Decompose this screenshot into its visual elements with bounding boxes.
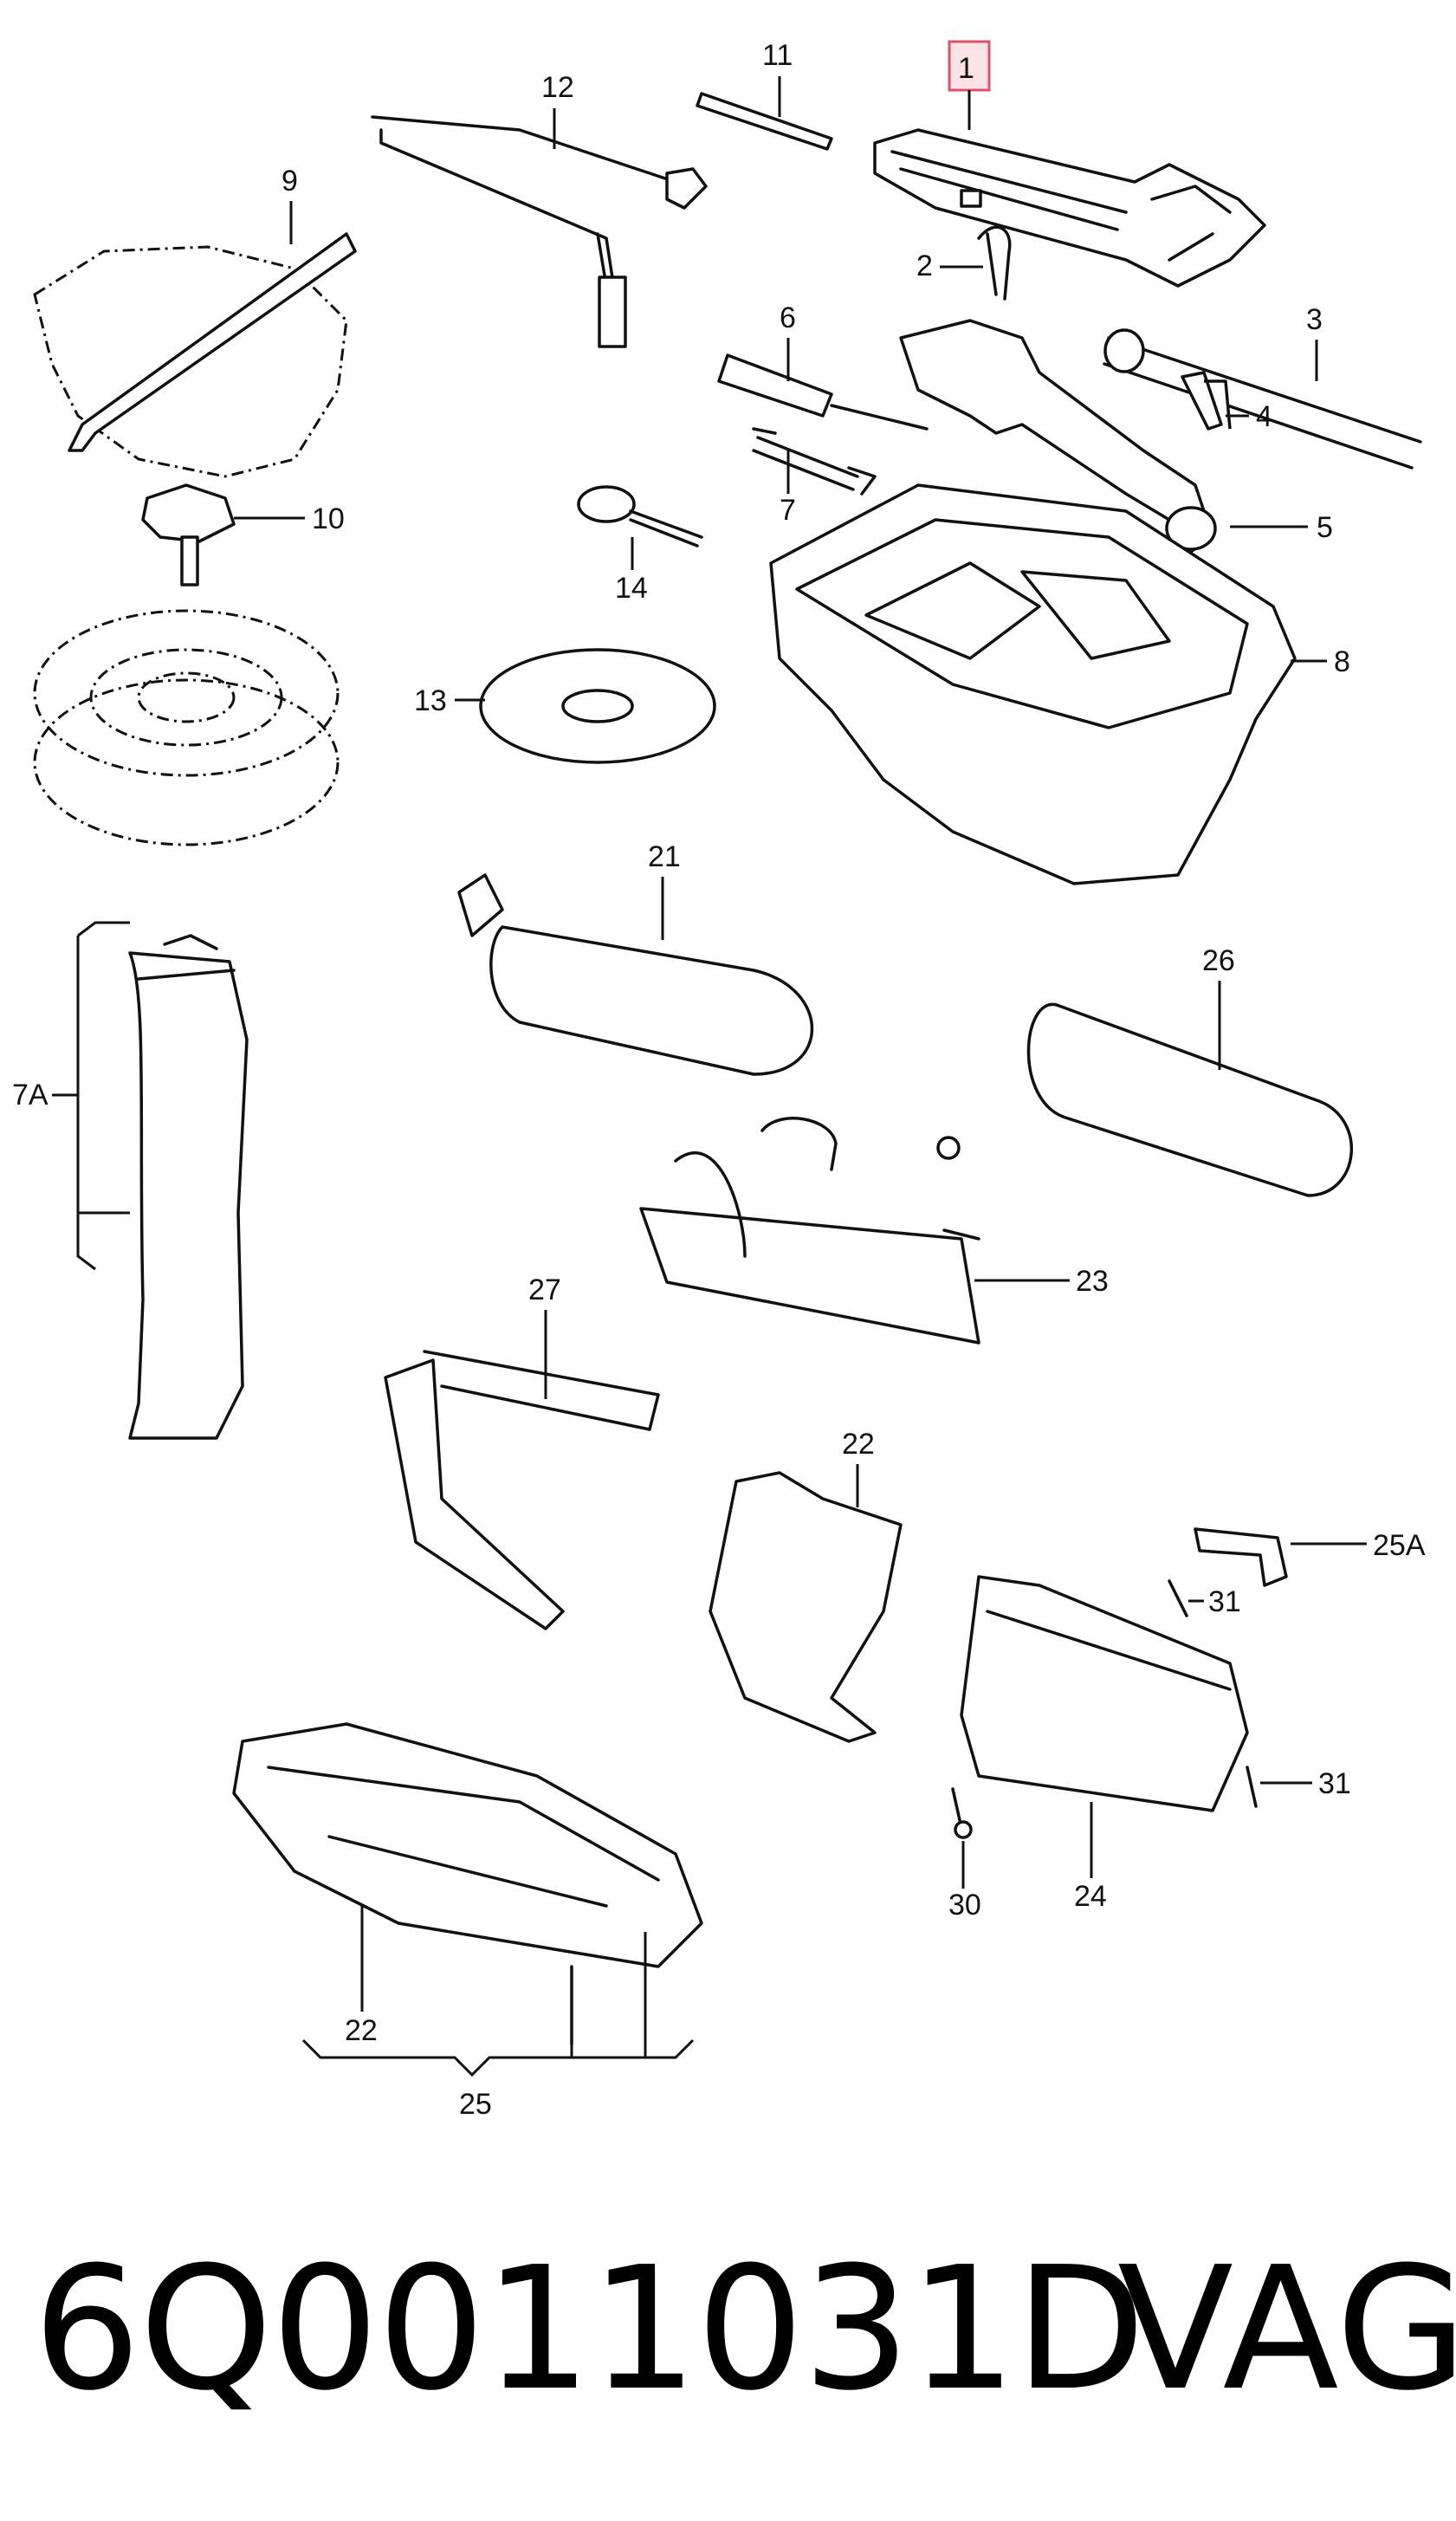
part-4-bracket[interactable]: [1181, 371, 1232, 431]
part-10-knob[interactable]: [141, 483, 236, 587]
part-26-cylinder[interactable]: [1026, 1002, 1354, 1197]
part-9-strap[interactable]: [33, 232, 357, 478]
part-8-tool-tray[interactable]: [769, 483, 1297, 885]
part-21-fire-extinguisher[interactable]: [457, 873, 814, 1076]
label-24: 24: [1074, 1880, 1107, 1913]
label-21: 21: [648, 840, 681, 873]
label-7: 7: [780, 494, 796, 527]
label-9: 9: [281, 165, 298, 198]
label-26: 26: [1202, 944, 1235, 977]
label-11: 11: [762, 39, 793, 72]
part-11-pin[interactable]: [696, 92, 833, 151]
label-13: 13: [414, 684, 447, 717]
brace-25: [301, 1932, 695, 2077]
label-2: 2: [916, 250, 933, 282]
label-5: 5: [1317, 511, 1333, 544]
part-3-bar[interactable]: [1103, 328, 1422, 470]
label-23: 23: [1076, 1265, 1109, 1298]
label-14: 14: [615, 572, 648, 605]
label-22-upper: 22: [842, 1428, 875, 1461]
part-25a-angle-bracket[interactable]: [1194, 1527, 1288, 1587]
part-30-screw[interactable]: [951, 1787, 973, 1839]
label-4: 4: [1256, 400, 1272, 433]
label-6: 6: [780, 301, 796, 334]
part-22-holder-upper[interactable]: [709, 1471, 903, 1743]
brand-name: VAG: [1117, 2231, 1456, 2428]
part-13-disc[interactable]: [479, 648, 716, 764]
part-27-bracket[interactable]: [384, 1350, 660, 1630]
label-22-lower: 22: [345, 2014, 378, 2047]
label-30: 30: [948, 1889, 981, 1922]
part-6-screwdriver[interactable]: [717, 353, 929, 431]
label-10: 10: [312, 502, 345, 535]
label-31-upper: 31: [1208, 1585, 1241, 1618]
label-8: 8: [1334, 645, 1350, 678]
part-7-spanner[interactable]: [752, 427, 877, 496]
part-2-clip[interactable]: [977, 225, 1012, 301]
part-23-holder[interactable]: [639, 1117, 980, 1345]
label-27: 27: [528, 1273, 561, 1306]
label-3: 3: [1306, 303, 1323, 336]
label-7a: 7A: [12, 1079, 49, 1111]
part-31-rivet-upper[interactable]: [1168, 1579, 1188, 1617]
part-12-crank-handle[interactable]: [371, 115, 708, 348]
label-25a: 25A: [1373, 1529, 1426, 1562]
part-number: 6Q0011031D: [33, 2231, 1146, 2428]
part-14-towing-eye[interactable]: [577, 485, 703, 548]
part-24-tray-holder[interactable]: [960, 1575, 1249, 1812]
part-31-rivet-lower[interactable]: [1246, 1766, 1258, 1808]
label-25: 25: [459, 2088, 492, 2121]
part-1-jack[interactable]: [873, 128, 1266, 288]
spare-wheel-outline: [33, 609, 340, 846]
part-7a-bag[interactable]: [128, 934, 249, 1440]
part-22-tray-lower[interactable]: [232, 1722, 703, 1968]
label-1: 1: [958, 52, 974, 85]
label-12: 12: [541, 71, 574, 104]
label-31-lower: 31: [1318, 1767, 1351, 1800]
